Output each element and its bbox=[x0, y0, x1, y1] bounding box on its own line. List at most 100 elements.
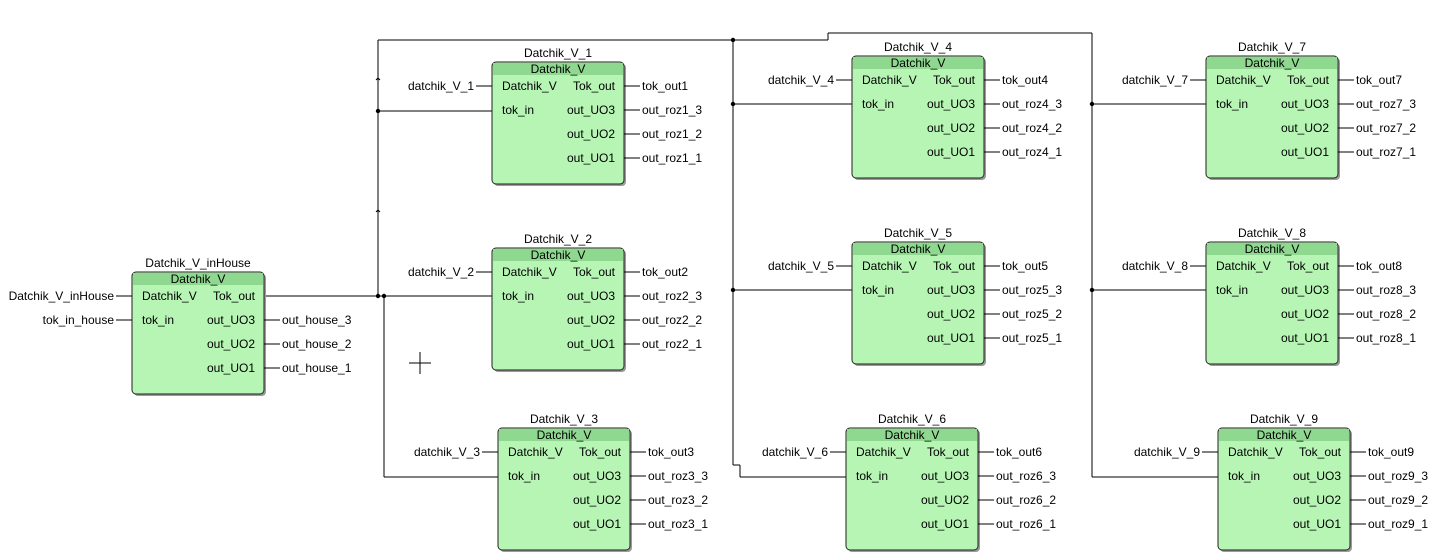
output-signal-label[interactable]: out_roz5_2 bbox=[1002, 307, 1062, 321]
block-body[interactable] bbox=[1217, 427, 1351, 551]
output-port-label: out_UO3 bbox=[1281, 283, 1329, 297]
block-header bbox=[499, 429, 629, 441]
output-signal-label[interactable]: tok_out1 bbox=[642, 79, 688, 93]
output-port-label: out_UO1 bbox=[1281, 145, 1329, 159]
output-signal-label[interactable]: tok_out2 bbox=[642, 265, 688, 279]
output-signal-label[interactable]: out_roz1_3 bbox=[642, 103, 702, 117]
block-body[interactable] bbox=[851, 55, 985, 179]
output-signal-label[interactable]: tok_out7 bbox=[1356, 73, 1402, 87]
function-block[interactable]: Datchik_V_inHouseDatchik_VDatchik_VDatch… bbox=[9, 256, 352, 396]
output-signal-label[interactable]: tok_out3 bbox=[648, 445, 694, 459]
input-signal-label[interactable]: datchik_V_8 bbox=[1122, 259, 1188, 273]
function-block[interactable]: Datchik_V_6Datchik_VDatchik_Vdatchik_V_6… bbox=[762, 412, 1056, 552]
input-port-label: tok_in bbox=[508, 469, 540, 483]
input-signal-label[interactable]: Datchik_V_inHouse bbox=[9, 289, 115, 303]
block-body[interactable] bbox=[491, 61, 625, 185]
junction-dot bbox=[730, 287, 736, 293]
function-block[interactable]: Datchik_V_4Datchik_VDatchik_Vdatchik_V_4… bbox=[768, 40, 1062, 180]
block-body[interactable] bbox=[1205, 241, 1339, 365]
output-port-label: out_UO2 bbox=[1281, 121, 1329, 135]
input-port-label: Datchik_V bbox=[502, 265, 557, 279]
output-signal-label[interactable]: out_roz3_3 bbox=[648, 469, 708, 483]
input-port-label: Datchik_V bbox=[502, 79, 557, 93]
junction-dot bbox=[381, 293, 387, 299]
input-port-label: Datchik_V bbox=[142, 289, 197, 303]
output-signal-label[interactable]: out_roz2_1 bbox=[642, 337, 702, 351]
block-body[interactable] bbox=[491, 247, 625, 371]
output-port-label: out_UO2 bbox=[207, 337, 255, 351]
function-block[interactable]: Datchik_V_3Datchik_VDatchik_Vdatchik_V_3… bbox=[414, 412, 708, 552]
output-signal-label[interactable]: out_roz4_3 bbox=[1002, 97, 1062, 111]
output-port-label: out_UO1 bbox=[1281, 331, 1329, 345]
function-block[interactable]: Datchik_V_1Datchik_VDatchik_Vdatchik_V_1… bbox=[408, 46, 702, 186]
input-signal-label[interactable]: datchik_V_1 bbox=[408, 79, 474, 93]
output-signal-label[interactable]: out_roz8_1 bbox=[1356, 331, 1416, 345]
output-signal-label[interactable]: out_roz4_1 bbox=[1002, 145, 1062, 159]
block-body[interactable] bbox=[1205, 55, 1339, 179]
block-body[interactable] bbox=[845, 427, 979, 551]
function-block[interactable]: Datchik_V_9Datchik_VDatchik_Vdatchik_V_9… bbox=[1134, 412, 1428, 552]
output-signal-label[interactable]: out_roz8_3 bbox=[1356, 283, 1416, 297]
input-signal-label[interactable]: datchik_V_5 bbox=[768, 259, 834, 273]
output-signal-label[interactable]: out_house_2 bbox=[282, 337, 352, 351]
input-port-label: Datchik_V bbox=[1228, 445, 1283, 459]
output-port-label: Tok_out bbox=[1287, 73, 1330, 87]
output-port-label: Tok_out bbox=[933, 259, 976, 273]
output-signal-label[interactable]: tok_out4 bbox=[1002, 73, 1048, 87]
output-signal-label[interactable]: out_roz5_3 bbox=[1002, 283, 1062, 297]
block-header bbox=[493, 249, 623, 261]
output-signal-label[interactable]: out_roz7_3 bbox=[1356, 97, 1416, 111]
output-port-label: out_UO1 bbox=[921, 517, 969, 531]
output-port-label: Tok_out bbox=[573, 79, 616, 93]
output-signal-label[interactable]: out_roz5_1 bbox=[1002, 331, 1062, 345]
output-signal-label[interactable]: out_roz9_2 bbox=[1368, 493, 1428, 507]
output-signal-label[interactable]: out_roz2_3 bbox=[642, 289, 702, 303]
output-signal-label[interactable]: out_house_1 bbox=[282, 361, 352, 375]
output-signal-label[interactable]: out_roz2_2 bbox=[642, 313, 702, 327]
block-body[interactable] bbox=[497, 427, 631, 551]
output-signal-label[interactable]: out_roz7_1 bbox=[1356, 145, 1416, 159]
output-port-label: Tok_out bbox=[927, 445, 970, 459]
output-signal-label[interactable]: tok_out6 bbox=[996, 445, 1042, 459]
output-port-label: out_UO2 bbox=[927, 307, 975, 321]
output-port-label: Tok_out bbox=[213, 289, 256, 303]
block-type-name: Datchik_V bbox=[1245, 56, 1300, 70]
output-signal-label[interactable]: out_roz3_2 bbox=[648, 493, 708, 507]
output-port-label: out_UO1 bbox=[573, 517, 621, 531]
output-signal-label[interactable]: out_roz8_2 bbox=[1356, 307, 1416, 321]
input-signal-label[interactable]: datchik_V_7 bbox=[1122, 73, 1188, 87]
output-signal-label[interactable]: out_roz1_2 bbox=[642, 127, 702, 141]
wire-direction-mark bbox=[375, 77, 381, 81]
block-body[interactable] bbox=[851, 241, 985, 365]
output-signal-label[interactable]: out_roz7_2 bbox=[1356, 121, 1416, 135]
output-signal-label[interactable]: tok_out5 bbox=[1002, 259, 1048, 273]
block-header bbox=[493, 63, 623, 75]
block-instance-name: Datchik_V_3 bbox=[530, 412, 598, 426]
output-signal-label[interactable]: out_roz6_2 bbox=[996, 493, 1056, 507]
input-signal-label[interactable]: tok_in_house bbox=[43, 313, 115, 327]
output-signal-label[interactable]: out_roz9_3 bbox=[1368, 469, 1428, 483]
input-port-label: Datchik_V bbox=[1216, 259, 1271, 273]
input-signal-label[interactable]: datchik_V_4 bbox=[768, 73, 834, 87]
output-port-label: Tok_out bbox=[573, 265, 616, 279]
input-signal-label[interactable]: datchik_V_2 bbox=[408, 265, 474, 279]
output-signal-label[interactable]: tok_out9 bbox=[1368, 445, 1414, 459]
output-signal-label[interactable]: out_roz4_2 bbox=[1002, 121, 1062, 135]
output-port-label: out_UO1 bbox=[207, 361, 255, 375]
function-block[interactable]: Datchik_V_2Datchik_VDatchik_Vdatchik_V_2… bbox=[408, 232, 702, 372]
function-block[interactable]: Datchik_V_8Datchik_VDatchik_Vdatchik_V_8… bbox=[1122, 226, 1416, 366]
output-signal-label[interactable]: out_roz1_1 bbox=[642, 151, 702, 165]
output-signal-label[interactable]: out_roz6_1 bbox=[996, 517, 1056, 531]
function-block[interactable]: Datchik_V_7Datchik_VDatchik_Vdatchik_V_7… bbox=[1122, 40, 1416, 180]
block-body[interactable] bbox=[131, 271, 265, 395]
input-signal-label[interactable]: datchik_V_6 bbox=[762, 445, 828, 459]
output-signal-label[interactable]: out_roz3_1 bbox=[648, 517, 708, 531]
output-signal-label[interactable]: out_roz6_3 bbox=[996, 469, 1056, 483]
function-block[interactable]: Datchik_V_5Datchik_VDatchik_Vdatchik_V_5… bbox=[768, 226, 1062, 366]
output-signal-label[interactable]: out_house_3 bbox=[282, 313, 352, 327]
input-signal-label[interactable]: datchik_V_9 bbox=[1134, 445, 1200, 459]
output-signal-label[interactable]: out_roz9_1 bbox=[1368, 517, 1428, 531]
input-signal-label[interactable]: datchik_V_3 bbox=[414, 445, 480, 459]
output-signal-label[interactable]: tok_out8 bbox=[1356, 259, 1402, 273]
